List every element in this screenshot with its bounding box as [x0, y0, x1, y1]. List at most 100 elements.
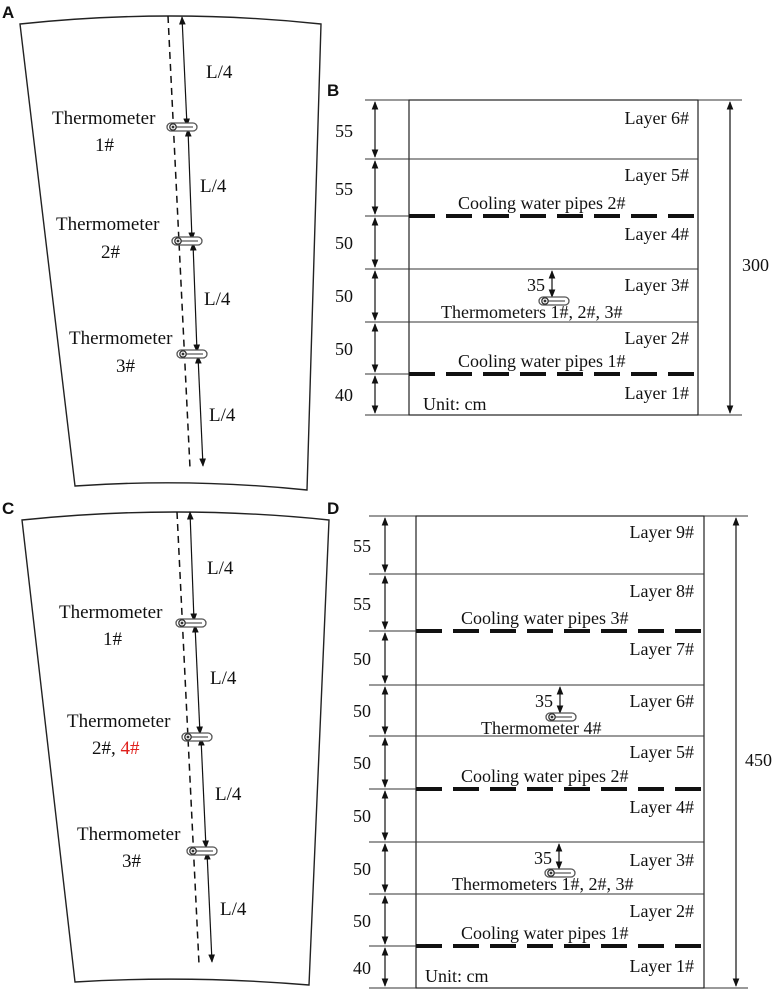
dim-label-b-3: 50 — [335, 233, 353, 253]
panel-letter-d: D — [327, 499, 339, 518]
thermometer-id-c-2-extra: 4# — [121, 738, 141, 759]
layer-label-d-3: Layer 3# — [630, 850, 694, 870]
pipe-label-d-2: Cooling water pipes 2# — [461, 766, 628, 786]
panel-d: D 55 55 50 50 5 — [327, 499, 772, 989]
blade-outline-a — [19, 15, 322, 491]
layer-label-b-6: Layer 6# — [625, 108, 689, 128]
dimension-arrows-d — [381, 517, 740, 987]
layer-label-d-1: Layer 1# — [630, 956, 694, 976]
layer-label-b-3: Layer 3# — [625, 275, 689, 295]
dimension-arrows-b — [371, 101, 734, 414]
thermometer-label-a-2: Thermometer — [56, 214, 160, 235]
extension-lines-b — [365, 99, 742, 416]
thermometer-4-label: Thermometer 4# — [481, 718, 601, 738]
segment-label-a-3: L/4 — [204, 289, 231, 310]
layer-label-d-8: Layer 8# — [630, 581, 694, 601]
thermometer-icon — [186, 846, 218, 856]
layer-label-d-4: Layer 4# — [630, 797, 694, 817]
thermometer-id-c-2-main: 2#, — [92, 738, 121, 759]
layer-label-b-1: Layer 1# — [625, 383, 689, 403]
panel-letter-b: B — [327, 81, 339, 100]
thermometer-offset-label-b: 35 — [527, 275, 545, 295]
dim-label-d-3: 50 — [353, 649, 371, 669]
extension-lines-d — [369, 515, 748, 989]
dim-label-d-2: 55 — [353, 594, 371, 614]
layer-label-b-4: Layer 4# — [625, 224, 689, 244]
unit-label-d: Unit: cm — [425, 966, 489, 986]
thermometer-id-c-1: 1# — [103, 629, 123, 650]
thermometer-label-c-1: Thermometer — [59, 602, 163, 623]
thermometer-icon — [176, 349, 208, 359]
thermometer-offset-label-d-123: 35 — [534, 848, 552, 868]
section-box-d — [415, 515, 705, 989]
dim-label-b-5: 50 — [335, 339, 353, 359]
layer-label-d-5: Layer 5# — [630, 742, 694, 762]
pipe-label-d-3: Cooling water pipes 3# — [461, 608, 628, 628]
segment-label-a-2: L/4 — [200, 176, 227, 197]
layer-label-d-9: Layer 9# — [630, 522, 694, 542]
dimension-arrow-a-2 — [184, 128, 196, 241]
panel-b: B 55 55 50 50 50 40 300 Layer 6# — [327, 81, 769, 416]
segment-label-c-1: L/4 — [207, 558, 234, 579]
pipe-label-d-1: Cooling water pipes 1# — [461, 923, 628, 943]
centerline-c — [176, 511, 200, 965]
segment-label-c-4: L/4 — [220, 899, 247, 920]
total-height-label-b: 300 — [742, 255, 769, 275]
dimension-arrow-a-1 — [178, 16, 191, 127]
thermometer-icon — [171, 236, 203, 246]
dim-label-d-9: 40 — [353, 958, 371, 978]
segment-label-a-1: L/4 — [206, 62, 233, 83]
thermometer-icon — [181, 732, 213, 742]
dimension-arrow-a-3 — [189, 242, 201, 353]
dimension-arrow-c-1 — [186, 511, 198, 622]
layer-label-d-2: Layer 2# — [630, 901, 694, 921]
dim-label-d-1: 55 — [353, 536, 371, 556]
centerline-a — [167, 15, 191, 469]
thermometer-label-d: Thermometers 1#, 2#, 3# — [452, 874, 633, 894]
layer-label-d-7: Layer 7# — [630, 639, 694, 659]
dim-label-d-8: 50 — [353, 911, 371, 931]
panel-letter-c: C — [2, 499, 14, 518]
thermometer-label-a-1: Thermometer — [52, 108, 156, 129]
thermometer-label-a-3: Thermometer — [69, 328, 173, 349]
panel-a: A L/4 L/4 L/4 L/4 Thermometer 1# Thermom… — [2, 3, 322, 491]
thermometer-id-a-3: 3# — [116, 356, 136, 377]
dim-label-b-2: 55 — [335, 179, 353, 199]
segment-label-c-3: L/4 — [215, 784, 242, 805]
thermometer-label-c-2: Thermometer — [67, 711, 171, 732]
segment-label-a-4: L/4 — [209, 405, 236, 426]
layer-label-b-2: Layer 2# — [625, 328, 689, 348]
thermometer-id-c-2: 2#, 4# — [92, 738, 140, 759]
thermometer-offset-label-d-4: 35 — [535, 691, 553, 711]
thermometer-id-c-3: 3# — [122, 851, 142, 872]
pipe-label-b-1: Cooling water pipes 1# — [458, 351, 625, 371]
dim-label-d-4: 50 — [353, 701, 371, 721]
unit-label-b: Unit: cm — [423, 394, 487, 414]
dim-label-d-5: 50 — [353, 753, 371, 773]
panel-c: C L/4 L/4 L/4 L/4 Thermometer 1# Thermom… — [2, 499, 330, 986]
thermometer-icon — [175, 618, 207, 628]
layer-label-b-5: Layer 5# — [625, 165, 689, 185]
dim-label-b-4: 50 — [335, 286, 353, 306]
blade-outline-c — [21, 511, 330, 986]
segment-label-c-2: L/4 — [210, 668, 237, 689]
dim-label-d-6: 50 — [353, 806, 371, 826]
dimension-arrow-c-2 — [191, 624, 204, 735]
dim-label-d-7: 50 — [353, 859, 371, 879]
dimension-arrow-c-3 — [197, 737, 210, 849]
layer-label-d-6: Layer 6# — [630, 691, 694, 711]
thermometer-label-b: Thermometers 1#, 2#, 3# — [441, 302, 622, 322]
thermometer-label-c-3: Thermometer — [77, 824, 181, 845]
pipe-label-b-2: Cooling water pipes 2# — [458, 193, 625, 213]
panel-letter-a: A — [2, 3, 14, 22]
thermometer-id-a-2: 2# — [101, 242, 121, 263]
dimension-arrow-c-4 — [203, 851, 216, 963]
section-box-b — [408, 99, 699, 416]
dimension-arrow-a-4 — [194, 355, 207, 467]
total-height-label-d: 450 — [745, 750, 772, 770]
thermometer-id-a-1: 1# — [95, 135, 115, 156]
thermometer-icon — [166, 122, 198, 132]
dim-label-b-6: 40 — [335, 385, 353, 405]
dim-label-b-1: 55 — [335, 121, 353, 141]
